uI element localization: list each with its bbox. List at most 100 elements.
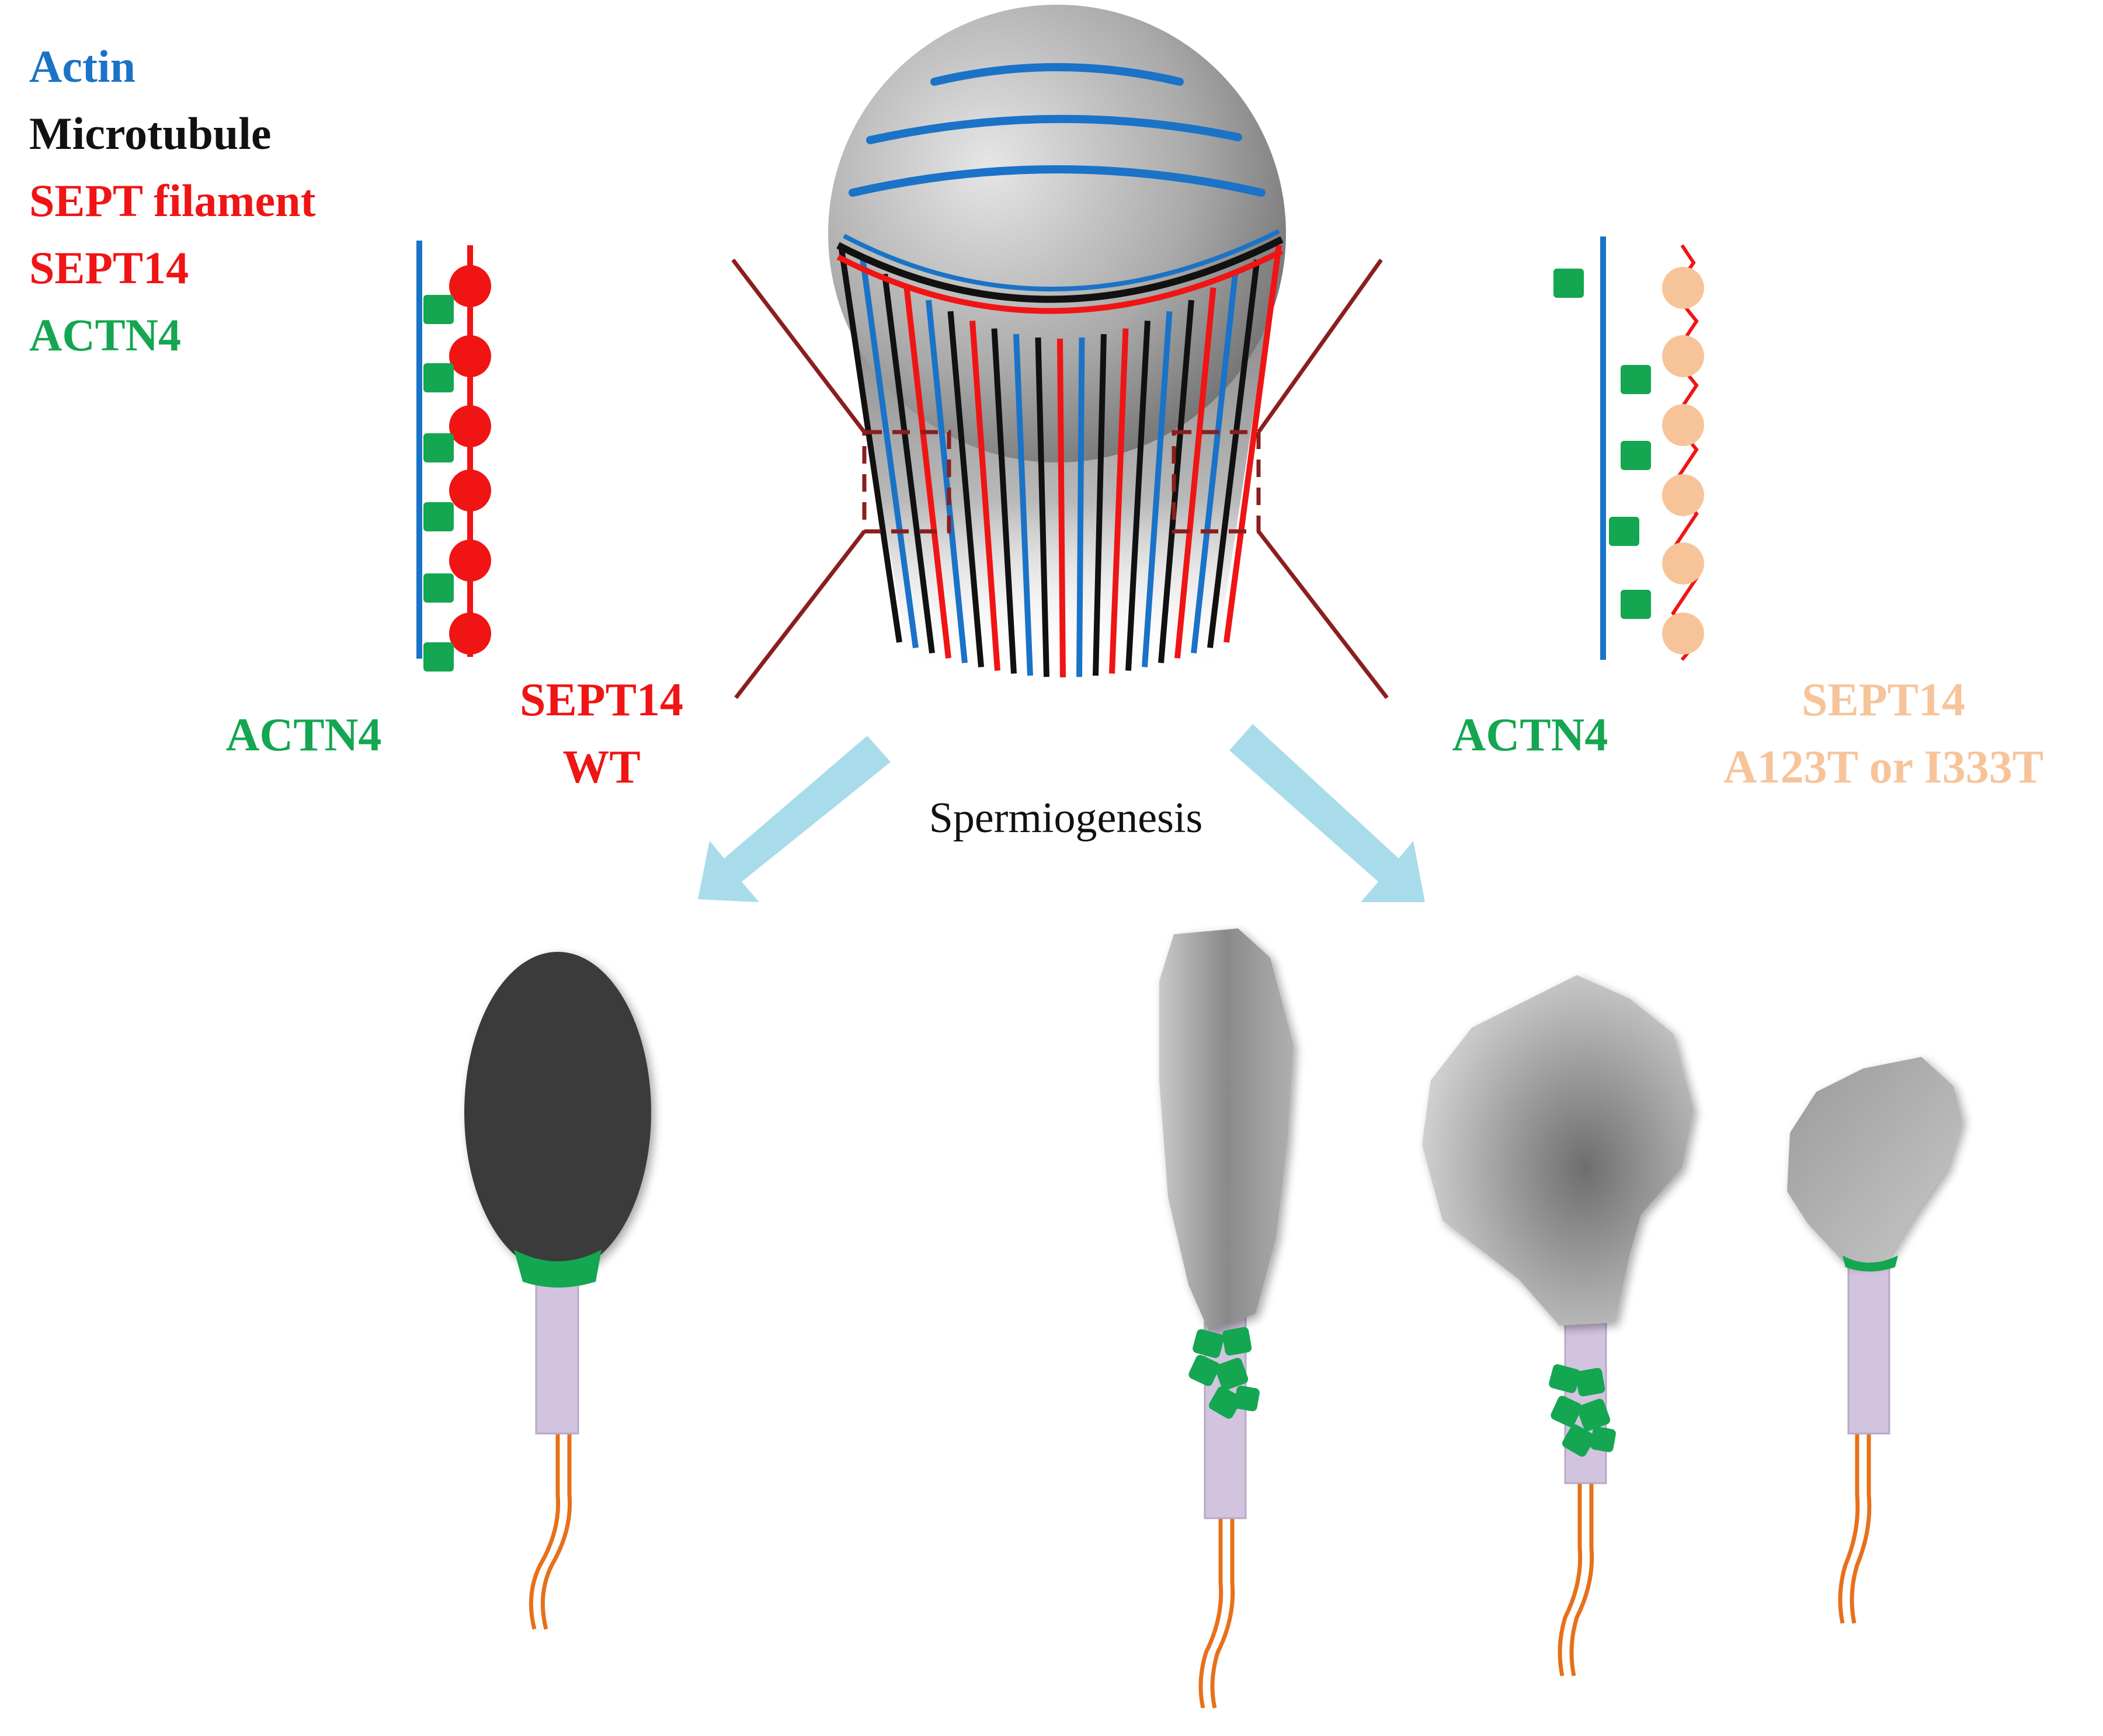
legend: Actin Microtubule SEPT filament SEPT14 A… [29, 41, 315, 360]
manchette-filament [1174, 287, 1216, 659]
actn4-block [1609, 517, 1639, 546]
actn4-clusters [1549, 1364, 1616, 1457]
manchette-filament [903, 287, 951, 659]
perinuclear-ring-black [836, 236, 1284, 303]
manchette-filament [1142, 311, 1173, 667]
actn4-block [423, 642, 454, 672]
sperm-tail [529, 1425, 572, 1630]
actn4-cluster [1590, 1427, 1616, 1452]
actn4-cluster [1577, 1398, 1611, 1431]
right-zoom-mutant: ACTN4 SEPT14 A123T or I333T [1452, 236, 2043, 793]
manchette-filaments [838, 245, 1282, 678]
actn4-cluster [1215, 1358, 1249, 1390]
manchette-filament [1109, 328, 1129, 674]
actn4-block [423, 433, 454, 462]
legend-microtubule: Microtubule [29, 108, 272, 159]
zoom-line [734, 530, 866, 700]
sperm-head-large [1422, 975, 1694, 1326]
sperm-midpiece [535, 1272, 579, 1435]
arrow-right [1229, 724, 1425, 902]
manchette-filament [1158, 300, 1194, 663]
sept14-mutant-beads [1662, 267, 1704, 655]
manchette-filament [1093, 334, 1107, 676]
legend-sept14: SEPT14 [29, 242, 189, 293]
sperm-abnormal-elongated [1159, 928, 1294, 1709]
actin-arc [849, 165, 1266, 197]
actn4-block [423, 295, 454, 324]
manchette-filament [991, 328, 1017, 674]
actn4-cluster [1551, 1396, 1582, 1427]
spermatid-manchette [828, 5, 1286, 678]
actn4-block [423, 363, 454, 392]
sept14-wt-bead [449, 405, 491, 447]
manchette-filament [1191, 273, 1238, 654]
legend-sept-filament: SEPT filament [29, 175, 315, 226]
sept14-wt-bead [449, 540, 491, 582]
sperm-tail [1838, 1431, 1872, 1624]
zoom-box-left [862, 430, 951, 534]
spermiogenesis-arrows: Spermiogenesis [698, 724, 1425, 902]
zoom-line [731, 258, 866, 434]
sperm-head-elongated [1159, 928, 1294, 1331]
nuclear-actin-arcs [849, 63, 1266, 197]
zoom-line [1257, 258, 1383, 434]
actn4-clusters [1188, 1327, 1260, 1419]
zoom-connectors [731, 258, 1389, 700]
sept14-wt-bead [449, 335, 491, 377]
actn4-cluster [1562, 1424, 1595, 1457]
zoom-line [1257, 530, 1389, 700]
manchette-filament [1076, 337, 1085, 677]
nucleus-sphere [828, 5, 1286, 462]
zoom-box-right [1172, 430, 1261, 534]
manchette-filament [1035, 337, 1049, 677]
manchette-filament [882, 273, 935, 654]
actn4-cluster [1193, 1329, 1224, 1358]
manchette-filament [838, 245, 902, 643]
manchette-filament [1057, 338, 1066, 678]
actin-arc [930, 63, 1184, 86]
actn4-cluster [1222, 1327, 1252, 1356]
left-sept14-label: SEPT14 [520, 674, 683, 726]
actn4-left-blocks [423, 295, 454, 672]
actn4-block [423, 573, 454, 603]
perinuclear-ring-blue [843, 229, 1280, 292]
left-actn4-label: ACTN4 [226, 709, 382, 761]
manchette-filament [969, 321, 1000, 671]
arrow-left [698, 736, 891, 902]
sperm-midpiece [1847, 1260, 1890, 1435]
manchette-filament [947, 311, 984, 667]
sept14-mutant-bead [1662, 613, 1704, 655]
sept14-wt-bead [449, 469, 491, 512]
actn4-block [1621, 365, 1651, 394]
sept14-wt-beads [449, 265, 491, 655]
sperm-tail [1558, 1480, 1594, 1676]
actn4-block [1553, 269, 1584, 298]
manchette-filament [1125, 321, 1150, 671]
actin-arc [866, 114, 1242, 144]
actn4-right-blocks [1553, 269, 1651, 619]
manchette-filament [860, 259, 919, 649]
actn4-ring-small [1843, 1255, 1898, 1272]
left-zoom-wt: ACTN4 SEPT14 WT [226, 241, 683, 793]
actn4-cluster [1188, 1355, 1220, 1386]
spermiogenesis-label: Spermiogenesis [929, 794, 1203, 842]
actn4-block [423, 502, 454, 531]
sperm-normal [464, 952, 651, 1630]
sperm-abnormal-large [1422, 975, 1694, 1676]
legend-actin: Actin [29, 41, 135, 92]
perinuclear-ring-red [836, 248, 1284, 314]
sperm-head-normal [464, 952, 651, 1273]
actn4-cluster [1234, 1386, 1260, 1411]
sperm-abnormal-small [1787, 1057, 1962, 1624]
right-actn4-label: ACTN4 [1452, 709, 1608, 761]
left-sept14-wt-label: WT [562, 742, 640, 793]
sept14-wt-bead [449, 613, 491, 655]
actn4-cluster [1209, 1386, 1242, 1419]
sperm-tail [1198, 1515, 1235, 1709]
sept14-mutant-bead [1662, 474, 1704, 516]
actn4-cluster [1549, 1364, 1580, 1393]
legend-actn4: ACTN4 [29, 309, 181, 360]
sperm-head-small [1787, 1057, 1962, 1264]
actn4-cluster [1575, 1368, 1605, 1397]
